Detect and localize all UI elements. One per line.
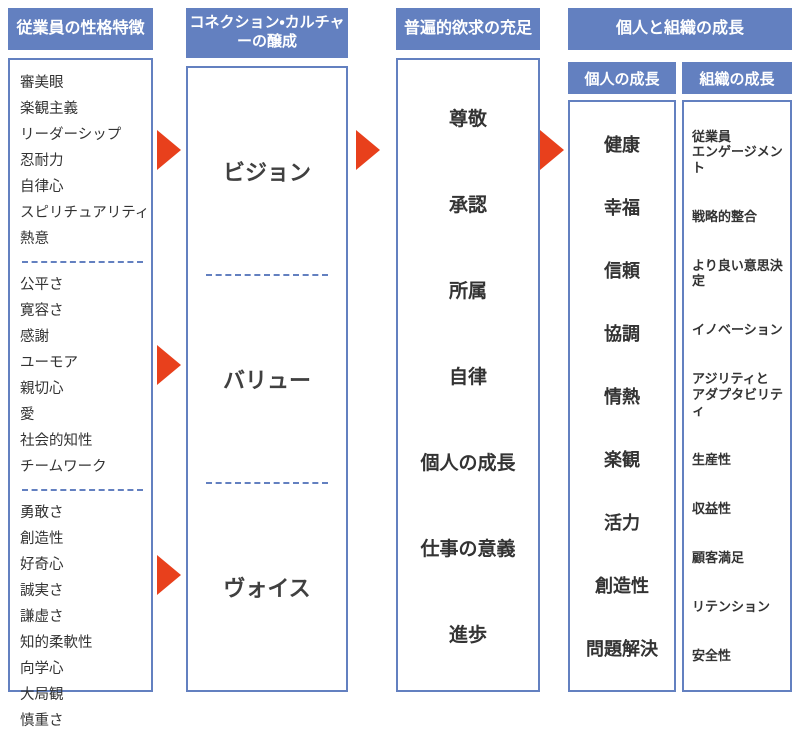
individual-growth-item: 信頼 [604, 260, 640, 281]
individual-growth-item: 創造性 [595, 576, 649, 597]
trait-item: 向学心 [20, 661, 64, 677]
arrow-needs-to-growth [540, 130, 564, 170]
organization-growth-item: 従業員エンゲージメント [692, 128, 783, 175]
organization-growth-item: イノベーション [692, 322, 783, 338]
pillar-container: ビジョン バリュー ヴォイス [188, 68, 346, 690]
trait-item: リーダーシップ [20, 127, 122, 143]
trait-item: ユーモア [20, 355, 78, 371]
trait-item: 大局観 [20, 687, 64, 703]
pillar-vision: ビジョン [222, 160, 311, 185]
subheader-organization-growth: 組織の成長 [682, 62, 792, 94]
trait-group-divider [22, 489, 143, 491]
column-header-culture: コネクション・カルチャーの醸成 [186, 8, 348, 58]
individual-growth-item: 情熱 [604, 386, 640, 407]
individual-growth-item: 楽観 [604, 450, 640, 471]
arrow-culture-to-needs [356, 130, 380, 170]
trait-item: 楽観主義 [20, 101, 78, 117]
column-header-traits: 従業員の性格特徴 [8, 8, 153, 50]
pillar-divider [206, 482, 328, 484]
trait-item: 愛 [20, 407, 35, 423]
trait-item: 親切心 [20, 381, 64, 397]
trait-item: 知的柔軟性 [20, 635, 93, 651]
trait-item: 勇敢さ [20, 505, 64, 521]
trait-item: 熱意 [20, 231, 49, 247]
arrow-traits-to-values [157, 345, 181, 385]
need-item: 所属 [448, 280, 487, 302]
need-item: 個人の成長 [420, 452, 516, 474]
pillar-divider [206, 274, 328, 276]
trait-item: 忍耐力 [20, 153, 64, 169]
column-box-needs: 尊敬 承認 所属 自律 個人の成長 仕事の意義 進歩 [396, 58, 540, 692]
arrow-traits-to-vision [157, 130, 181, 170]
organization-growth-container: 従業員エンゲージメント 戦略的整合 より良い意思決定 イノベーション アジリティ… [684, 102, 790, 690]
individual-growth-item: 幸福 [604, 197, 640, 218]
organization-growth-item: 安全性 [692, 647, 732, 663]
column-box-traits: 審美眼 楽観主義 リーダーシップ 忍耐力 自律心 スピリチュアリティ 熱意 公平… [8, 58, 153, 729]
trait-item: 感謝 [20, 329, 49, 345]
subheader-individual-growth: 個人の成長 [568, 62, 676, 94]
organization-growth-item: 収益性 [692, 500, 732, 516]
organization-growth-item: 戦略的整合 [692, 208, 758, 224]
arrow-traits-to-voice [157, 555, 181, 595]
column-box-culture: ビジョン バリュー ヴォイス [186, 66, 348, 692]
trait-item: チームワーク [20, 459, 107, 475]
trait-item: 寛容さ [20, 303, 64, 319]
trait-item: 好奇心 [20, 557, 64, 573]
organization-growth-item: リテンション [692, 598, 771, 614]
individual-growth-item: 活力 [604, 513, 640, 534]
need-item: 仕事の意義 [420, 538, 516, 560]
trait-item: 誠実さ [20, 583, 64, 599]
trait-item: 公平さ [20, 277, 64, 293]
trait-group-container: 審美眼 楽観主義 リーダーシップ 忍耐力 自律心 スピリチュアリティ 熱意 公平… [10, 60, 151, 734]
trait-item: 謙虚さ [20, 609, 64, 625]
organization-growth-item: 顧客満足 [692, 549, 745, 565]
pillar-voice: ヴォイス [223, 576, 311, 601]
individual-growth-item: 健康 [604, 134, 640, 155]
individual-growth-item: 協調 [604, 323, 640, 344]
organization-growth-item: 生産性 [692, 451, 732, 467]
needs-container: 尊敬 承認 所属 自律 個人の成長 仕事の意義 進歩 [398, 60, 538, 690]
need-item: 尊敬 [448, 108, 487, 130]
trait-item: 自律心 [20, 179, 64, 195]
pillar-values: バリュー [222, 368, 311, 393]
trait-item: 審美眼 [20, 75, 64, 91]
individual-growth-container: 健康 幸福 信頼 協調 情熱 楽観 活力 創造性 問題解決 [570, 102, 674, 690]
column-box-organization-growth: 従業員エンゲージメント 戦略的整合 より良い意思決定 イノベーション アジリティ… [682, 100, 792, 692]
trait-item: 創造性 [20, 531, 64, 547]
column-header-needs: 普遍的欲求の充足 [396, 8, 540, 50]
individual-growth-item: 問題解決 [586, 639, 658, 660]
column-header-growth: 個人と組織の成長 [568, 8, 792, 50]
column-box-individual-growth: 健康 幸福 信頼 協調 情熱 楽観 活力 創造性 問題解決 [568, 100, 676, 692]
trait-item: 社会的知性 [20, 433, 93, 449]
need-item: 承認 [448, 194, 487, 216]
trait-item: 慎重さ [20, 713, 64, 729]
organization-growth-item: アジリティとアダプタビリティ [692, 371, 784, 418]
need-item: 進歩 [448, 624, 487, 646]
need-item: 自律 [448, 366, 487, 388]
diagram-canvas: 従業員の性格特徴 審美眼 楽観主義 リーダーシップ 忍耐力 自律心 スピリチュア… [8, 8, 792, 729]
trait-group-divider [22, 261, 143, 263]
organization-growth-item: より良い意思決定 [692, 257, 783, 289]
trait-item: スピリチュアリティ [20, 205, 150, 221]
